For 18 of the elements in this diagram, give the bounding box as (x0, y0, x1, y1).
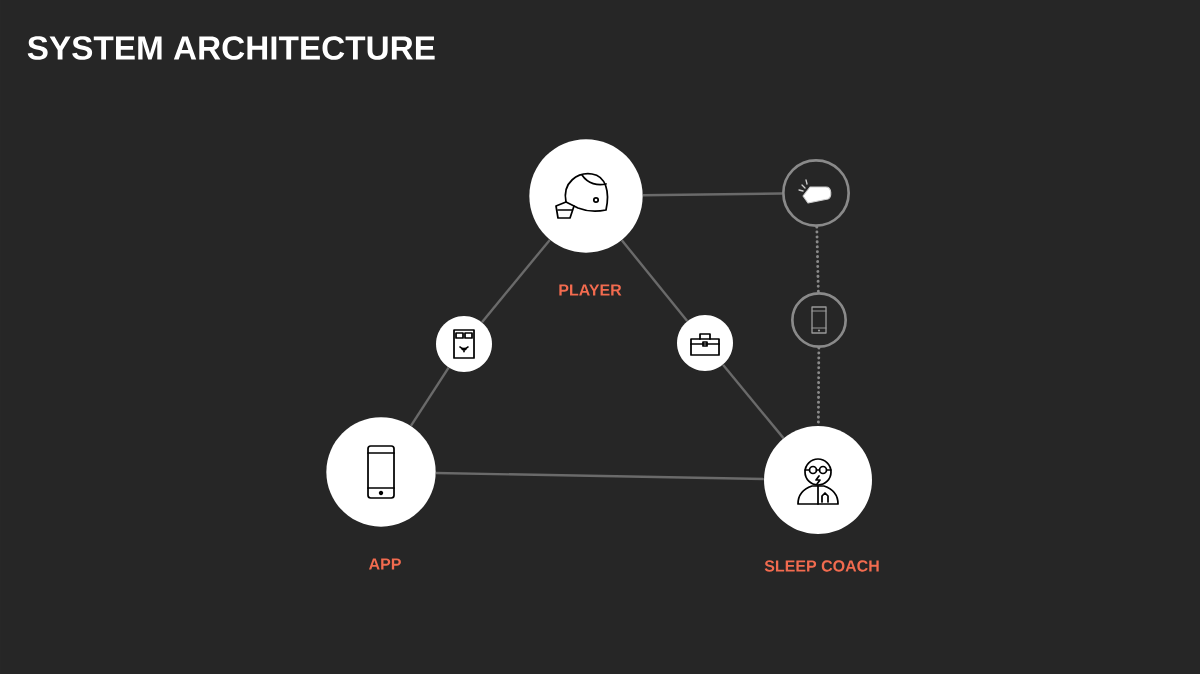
circle-node (436, 316, 492, 372)
connector-line (435, 471, 764, 481)
connector-line (620, 239, 689, 322)
title: SYSTEM ARCHITECTURE (27, 36, 435, 60)
circle-node (782, 159, 850, 227)
circle-node (791, 292, 847, 348)
circle-node (529, 139, 643, 296)
circle-node (677, 315, 733, 371)
circle-node (326, 417, 436, 570)
connector-line (815, 225, 820, 294)
connector-line (642, 192, 783, 197)
connector-line (409, 367, 450, 427)
node-label: PLAYER (559, 284, 622, 296)
node-label: APP (368, 558, 401, 570)
node-label: SLEEP COACH (764, 560, 879, 572)
circle-node (764, 426, 879, 572)
connector-line (722, 364, 785, 439)
connector-line (481, 239, 551, 323)
